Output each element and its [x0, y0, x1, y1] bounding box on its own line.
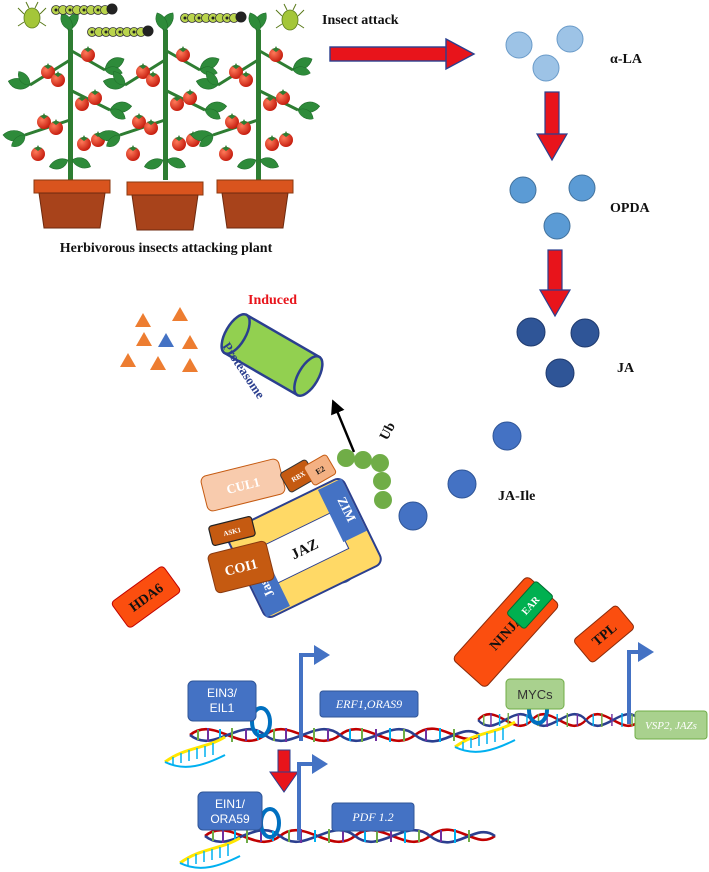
aphid-icon [17, 1, 47, 29]
coi1-box: COI1 [207, 540, 275, 594]
transcription-arrow-pdf12 [297, 762, 314, 840]
ein1-label-line2: ORA59 [210, 812, 250, 826]
tpl-box: TPL [574, 605, 634, 663]
down-arrow-1 [535, 91, 569, 162]
herbivorous-caption: Herbivorous insects attacking plant [60, 241, 273, 256]
alpha-la-label: α-LA [610, 52, 643, 67]
caterpillar-icon [51, 3, 118, 15]
ein3-box: EIN3/ EIL1 [187, 680, 257, 722]
cul1-box: CUL1 [200, 458, 286, 512]
flower-pot-icon [126, 181, 204, 231]
caterpillar-icon [87, 25, 154, 37]
e2-box: E2 [303, 454, 337, 486]
induced-label: Induced [248, 293, 297, 308]
myc-label: MYCs [517, 687, 553, 702]
flower-pot-icon [33, 179, 111, 229]
erf1-box: ERF1,ORAS9 [319, 690, 419, 718]
ja-ile-label: JA-Ile [498, 489, 535, 504]
ein3-label-line1: EIN3/ [207, 686, 238, 700]
erf1-label: ERF1,ORAS9 [335, 697, 402, 711]
ask1-box: ASK1 [208, 516, 256, 546]
degradation-arrow [331, 399, 356, 453]
ein1-box: EIN1/ ORA59 [197, 791, 263, 831]
opda-label: OPDA [610, 201, 651, 216]
jaz-complex: JAZ ZIM Jas [226, 478, 382, 618]
flower-pot-icon [216, 179, 294, 229]
tomato-plant-icon [191, 10, 320, 180]
pdf12-label: PDF 1.2 [351, 810, 393, 824]
hda6-box: HDA6 [111, 566, 181, 628]
insect-attack-label: Insect attack [322, 13, 399, 28]
down-arrow-3 [269, 749, 299, 793]
dna-tail [163, 735, 227, 769]
proteasome-icon [220, 313, 324, 397]
ear-box: EAR [507, 581, 553, 629]
degraded-peptides [120, 307, 198, 372]
ein3-label-line2: EIL1 [210, 701, 235, 715]
caterpillar-icon [180, 11, 247, 23]
down-arrow-2 [538, 249, 572, 318]
vsp2-label: VSP2, JAZs [645, 720, 697, 732]
ja-molecules [516, 317, 600, 388]
dna-tail [178, 836, 242, 870]
dna-tail [453, 720, 517, 754]
pdf12-box: PDF 1.2 [331, 802, 415, 832]
ubiquitin-chain [337, 449, 392, 509]
myc-box: MYCs [505, 678, 565, 710]
dna-helix-icon [188, 726, 482, 744]
aphid-icon [275, 3, 305, 31]
opda-molecules [509, 174, 596, 240]
tomato-plants-illustration [3, 1, 320, 231]
transcription-arrow-myc [627, 650, 640, 724]
ein1-label-line1: EIN1/ [215, 797, 246, 811]
e2-label: E2 [314, 464, 327, 476]
vsp2-box: VSP2, JAZs [634, 710, 708, 740]
ub-label: Ub [377, 420, 399, 443]
insect-attack-arrow [329, 37, 476, 71]
transcription-arrow-erf1 [299, 653, 316, 741]
alpha-la-molecules [505, 25, 584, 82]
ja-label: JA [617, 361, 635, 376]
